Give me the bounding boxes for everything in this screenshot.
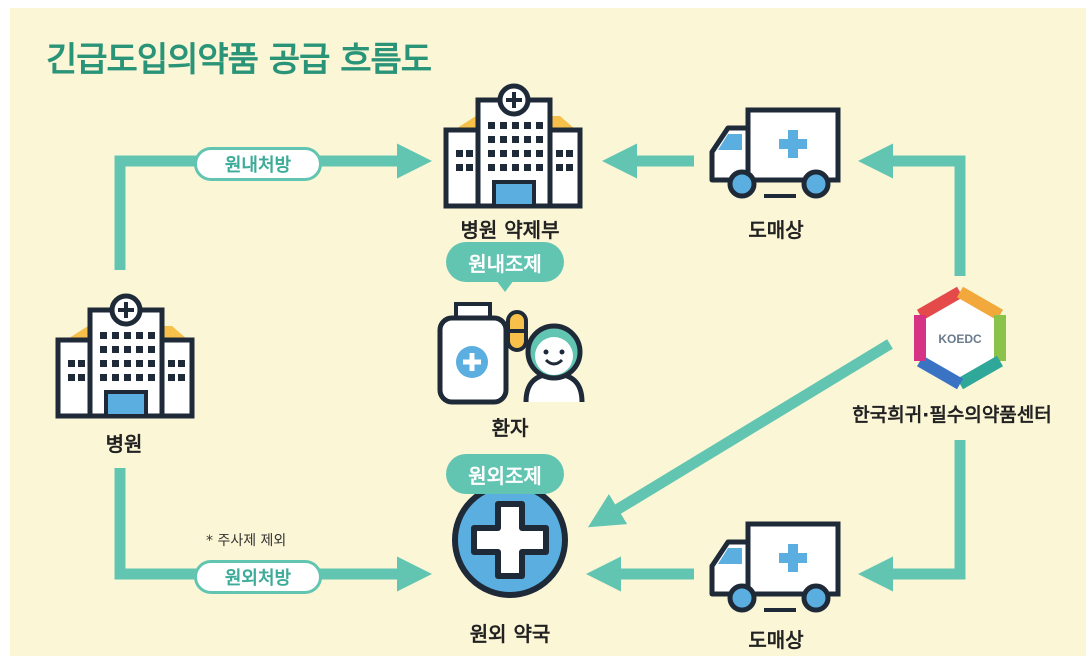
label-hospital: 병원 [105, 432, 143, 456]
label-inhouse-dispensing: 원내조제 [446, 242, 564, 282]
label-wholesaler-top: 도매상 [748, 218, 804, 242]
truck-icon-top [709, 107, 841, 199]
label-outside-prescription: 원외처방 [194, 560, 322, 594]
svg-text:KOEDC: KOEDC [938, 332, 982, 346]
outside-pharmacy-icon [452, 482, 568, 598]
arrow-hospital-to-outside-pharmacy [114, 468, 433, 592]
arrow-center-to-wholesaler-top [857, 143, 966, 276]
label-hospital-pharmacy: 병원 약제부 [460, 218, 560, 242]
hospital-icon [55, 293, 195, 419]
arrow-center-to-wholesaler-bottom [857, 440, 966, 592]
label-outside-dispensing: 원외조제 [446, 454, 564, 494]
koedc-logo: KOEDC [914, 286, 1006, 390]
label-outside-pharmacy: 원외 약국 [469, 622, 551, 646]
diagram-title: 긴급도입의약품 공급 흐름도 [46, 40, 432, 80]
patient-icon [437, 302, 585, 405]
note-excluding-injections: * 주사제 제외 [206, 533, 287, 549]
flow-arrows: KOEDC [55, 83, 1006, 613]
diagram-canvas: KOEDC 긴급도입의약품 공급 흐름도 원내처방 원외처방 원내조제 원외조제… [10, 8, 1086, 656]
label-inhouse-prescription: 원내처방 [194, 147, 322, 181]
pharmacy-dept-icon [443, 83, 583, 209]
arrow-center-to-outside-pharmacy [587, 339, 893, 528]
bubble-pointer-inhouse [496, 280, 514, 292]
label-patient: 환자 [491, 416, 529, 440]
label-wholesaler-bottom: 도매상 [748, 628, 804, 652]
truck-icon-bottom [709, 521, 841, 613]
label-rare-drug-center: 한국희귀·필수의약품센터 [852, 404, 1052, 426]
